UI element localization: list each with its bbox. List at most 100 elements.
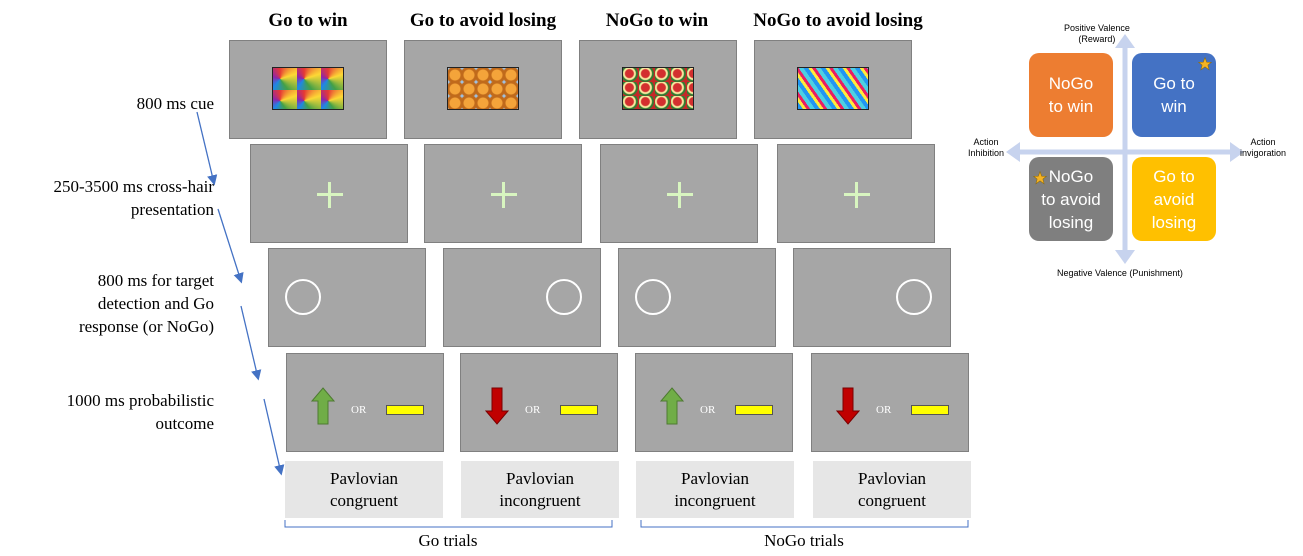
axis-label-inhibition-line1: Action	[973, 137, 999, 147]
step-label-cue: 800 ms cue	[137, 92, 214, 115]
condition-title-nogo-avoid: NoGo to avoid losing	[753, 10, 923, 31]
target-screen-2	[443, 248, 601, 347]
pavlovian-3-line1: Pavlovian	[680, 468, 749, 488]
or-text: OR	[876, 404, 892, 416]
neutral-bar-icon	[386, 405, 424, 415]
q-go-avoid-line1: Go to	[1153, 166, 1195, 186]
step-cue-line1: 800 ms cue	[136, 94, 214, 113]
axis-label-positive-line1: Positive Valence	[1064, 23, 1130, 33]
condition-title-go-win: Go to win	[268, 10, 348, 31]
q-go-avoid-line2: avoid	[1153, 189, 1195, 209]
target-circle-icon	[635, 279, 671, 315]
timeline-arrows	[196, 111, 285, 476]
arrow-up-icon	[311, 387, 335, 425]
crosshair-screen-1	[250, 144, 408, 243]
neutral-bar-icon	[735, 405, 773, 415]
step-crosshair-line1: 250-3500 ms cross-hair	[53, 177, 214, 196]
step-label-crosshair: 250-3500 ms cross-hair presentation	[53, 175, 214, 221]
timeline-arrow-1	[196, 111, 218, 186]
go-trials-bracket	[284, 520, 613, 528]
cue-image-3	[622, 67, 694, 110]
nogo-trials-label: NoGo trials	[764, 531, 844, 550]
cue-screen-go-win	[229, 40, 387, 139]
cue-image-2	[447, 67, 519, 110]
cue-screen-nogo-win	[579, 40, 737, 139]
axis-label-negative: Negative Valence (Punishment)	[1057, 268, 1183, 278]
crosshair-screen-4	[777, 144, 935, 243]
step-target-line2: detection and Go	[97, 294, 214, 313]
step-target-line3: response (or NoGo)	[78, 317, 214, 336]
q-go-win-line1: Go to	[1153, 74, 1195, 93]
pavlovian-2-line1: Pavlovian	[505, 468, 574, 488]
pavlovian-2-line2: incongruent	[499, 490, 581, 510]
crosshair-icon-v	[502, 182, 505, 208]
step-target-line1: 800 ms for target	[97, 271, 214, 290]
quadrant-nogo-to-win: NoGo to win	[1029, 53, 1113, 137]
or-text: OR	[700, 404, 716, 416]
step-crosshair-line2: presentation	[130, 200, 214, 219]
target-circle-icon	[546, 279, 582, 315]
cue-screen-go-avoid	[404, 40, 562, 139]
nogo-trials-bracket	[640, 520, 969, 528]
axis-label-invigoration: Action invigoration	[1240, 137, 1286, 159]
cue-image-4	[797, 67, 869, 110]
cue-image-1	[272, 67, 344, 110]
target-screen-3	[618, 248, 776, 347]
neutral-bar-icon	[560, 405, 598, 415]
outcome-screen-1: OR	[286, 353, 444, 452]
q-nogo-win-line1: NoGo	[1048, 74, 1094, 93]
timeline-arrow-4	[263, 398, 285, 476]
target-screen-4	[793, 248, 951, 347]
arrow-up-icon	[660, 387, 684, 425]
axis-label-invigoration-line1: Action	[1250, 137, 1276, 147]
axis-label-positive: Positive Valence (Reward)	[1064, 23, 1130, 45]
pavlovian-4-line2: congruent	[858, 490, 926, 510]
timeline-arrow-3	[240, 305, 262, 381]
pavlovian-4-line1: Pavlovian	[858, 468, 926, 488]
target-circle-icon	[896, 279, 932, 315]
outcome-screen-2: OR	[460, 353, 618, 452]
crosshair-icon-v	[855, 182, 858, 208]
axis-arrow-down-icon	[1115, 250, 1135, 264]
q-go-win-line2: win	[1161, 97, 1187, 116]
q-go-avoid-line3: losing	[1151, 212, 1197, 232]
crosshair-icon-v	[328, 182, 331, 208]
crosshair-screen-2	[424, 144, 582, 243]
condition-title-go-avoid: Go to avoid losing	[409, 10, 557, 31]
target-circle-icon	[285, 279, 321, 315]
quadrant-go-to-win: Go to win	[1132, 53, 1216, 137]
outcome-screen-4: OR	[811, 353, 969, 452]
arrow-down-icon	[836, 387, 860, 425]
step-outcome-line1: 1000 ms probabilistic	[66, 391, 214, 410]
timeline-arrow-2	[217, 208, 244, 284]
crosshair-screen-3	[600, 144, 758, 243]
pavlovian-1-line2: congruent	[330, 490, 398, 510]
go-trials-label: Go trials	[418, 531, 478, 550]
arrow-down-icon	[485, 387, 509, 425]
cue-screen-nogo-avoid	[754, 40, 912, 139]
or-text: OR	[525, 404, 541, 416]
step-label-target: 800 ms for target detection and Go respo…	[79, 269, 214, 338]
pavlovian-3-line2: incongruent	[674, 490, 756, 510]
axis-label-inhibition: Action Inhibition	[968, 137, 1004, 159]
quadrant-go-to-avoid-losing: Go to avoid losing	[1132, 157, 1216, 241]
pavlovian-1-line1: Pavlovian	[330, 468, 398, 488]
q-nogo-avoid-line1: NoGo	[1048, 166, 1094, 186]
axis-label-inhibition-line2: Inhibition	[968, 148, 1005, 158]
step-label-outcome: 1000 ms probabilistic outcome	[67, 389, 214, 435]
q-nogo-avoid-line3: losing	[1048, 212, 1094, 232]
axis-arrow-up-icon	[1115, 34, 1135, 48]
q-nogo-win-line2: to win	[1048, 97, 1094, 116]
neutral-bar-icon	[911, 405, 949, 415]
outcome-screen-3: OR	[635, 353, 793, 452]
axis-label-invigoration-line2: invigoration	[1240, 148, 1287, 158]
axis-arrow-left-icon	[1006, 142, 1020, 162]
axis-arrow-right-icon	[1230, 142, 1244, 162]
crosshair-icon-v	[678, 182, 681, 208]
